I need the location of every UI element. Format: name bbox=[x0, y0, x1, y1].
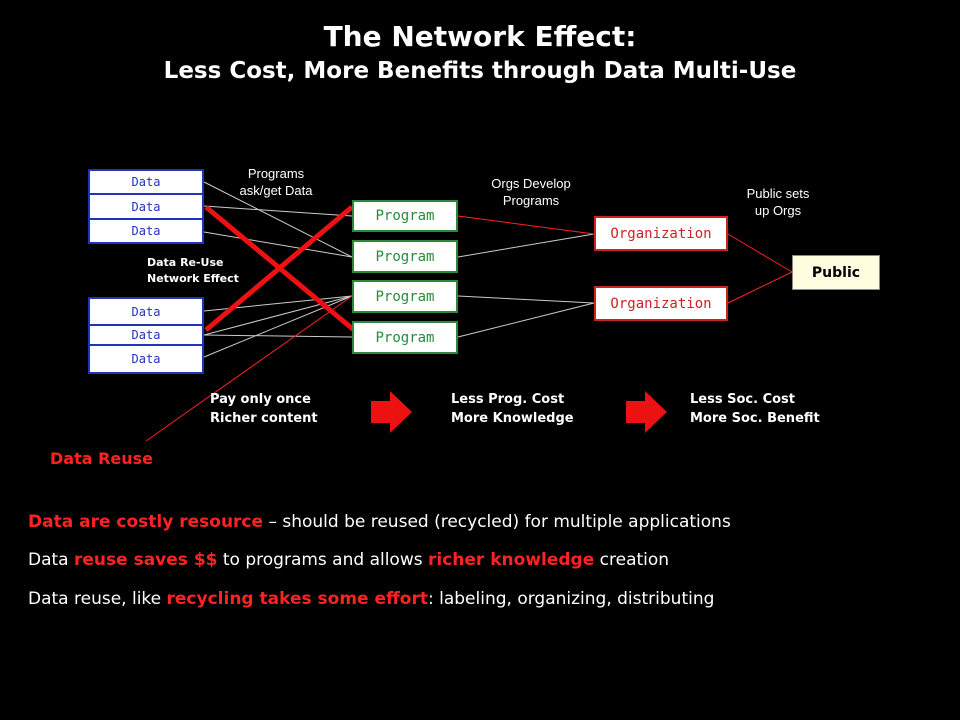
link-line-red bbox=[727, 271, 793, 304]
program-box: Program bbox=[352, 240, 458, 273]
flow-step-3-line1: Less Soc. Cost bbox=[690, 392, 795, 407]
red-x-stroke bbox=[204, 205, 354, 332]
arrow-right-icon bbox=[371, 391, 412, 433]
bullet-2-text-b: to programs and allows bbox=[217, 550, 429, 570]
organization-box: Organization bbox=[594, 216, 728, 251]
link-line-red bbox=[457, 215, 595, 235]
bullet-2-text-c: creation bbox=[594, 550, 670, 570]
link-line bbox=[203, 231, 353, 258]
link-line bbox=[203, 295, 353, 336]
programs-ask-line2: ask/get Data bbox=[239, 183, 313, 198]
flow-step-3: Less Soc. Cost More Soc. Benefit bbox=[690, 390, 870, 428]
flow-step-2-line1: Less Prog. Cost bbox=[451, 392, 565, 407]
bullet-line-1: Data are costly resource – should be reu… bbox=[28, 512, 731, 532]
bullet-2-text-a: Data bbox=[28, 550, 74, 570]
public-sets-label: Public sets up Orgs bbox=[728, 185, 828, 219]
data-box: Data bbox=[88, 344, 204, 374]
bullet-line-3: Data reuse, like recycling takes some ef… bbox=[28, 589, 714, 609]
flow-step-3-line2: More Soc. Benefit bbox=[690, 411, 820, 426]
reuse-effect-label: Data Re-Use Network Effect bbox=[147, 255, 277, 287]
data-box: Data bbox=[88, 218, 204, 244]
bullet-line-2: Data reuse saves $$ to programs and allo… bbox=[28, 550, 669, 570]
public-sets-line2: up Orgs bbox=[754, 203, 802, 218]
program-box: Program bbox=[352, 280, 458, 313]
programs-ask-line1: Programs bbox=[247, 166, 305, 181]
flow-step-1-line2: Richer content bbox=[210, 411, 318, 426]
reuse-effect-line1: Data Re-Use bbox=[147, 256, 224, 269]
data-box: Data bbox=[88, 297, 204, 326]
data-box: Data bbox=[88, 324, 204, 346]
bullet-2-highlight-1: reuse saves $$ bbox=[74, 550, 218, 570]
public-sets-line1: Public sets bbox=[746, 186, 810, 201]
bullet-3-text-a: Data reuse, like bbox=[28, 589, 167, 609]
reuse-effect-line2: Network Effect bbox=[147, 272, 239, 285]
program-box: Program bbox=[352, 200, 458, 232]
bullet-1-text: – should be reused (recycled) for multip… bbox=[263, 512, 731, 532]
title-line-1: The Network Effect: bbox=[323, 20, 637, 53]
orgs-develop-label: Orgs Develop Programs bbox=[466, 175, 596, 209]
link-line bbox=[203, 181, 353, 258]
orgs-develop-line2: Programs bbox=[502, 193, 560, 208]
flow-step-1: Pay only once Richer content bbox=[210, 390, 360, 428]
link-line bbox=[457, 302, 595, 338]
data-reuse-pointer bbox=[145, 295, 353, 442]
bullet-3-highlight: recycling takes some effort bbox=[166, 589, 428, 609]
program-box: Program bbox=[352, 321, 458, 354]
link-line bbox=[203, 205, 353, 217]
organization-box: Organization bbox=[594, 286, 728, 321]
link-line bbox=[457, 233, 595, 258]
public-box: Public bbox=[792, 255, 880, 290]
flow-step-2: Less Prog. Cost More Knowledge bbox=[451, 390, 611, 428]
link-line bbox=[457, 295, 595, 304]
bullet-3-text-b: : labeling, organizing, distributing bbox=[427, 589, 715, 609]
data-box: Data bbox=[88, 193, 204, 220]
arrow-right-icon bbox=[626, 391, 667, 433]
orgs-develop-line1: Orgs Develop bbox=[491, 176, 571, 191]
bullet-1-highlight: Data are costly resource bbox=[28, 512, 264, 532]
title-line-2: Less Cost, More Benefits through Data Mu… bbox=[163, 58, 797, 84]
link-line-red bbox=[727, 233, 793, 273]
data-reuse-label: Data Reuse bbox=[50, 449, 154, 468]
flow-step-2-line2: More Knowledge bbox=[451, 411, 574, 426]
bullet-2-highlight-2: richer knowledge bbox=[428, 550, 595, 570]
link-line bbox=[203, 334, 353, 338]
flow-step-1-line1: Pay only once bbox=[210, 392, 311, 407]
programs-ask-label: Programs ask/get Data bbox=[216, 165, 336, 199]
data-box: Data bbox=[88, 169, 204, 195]
